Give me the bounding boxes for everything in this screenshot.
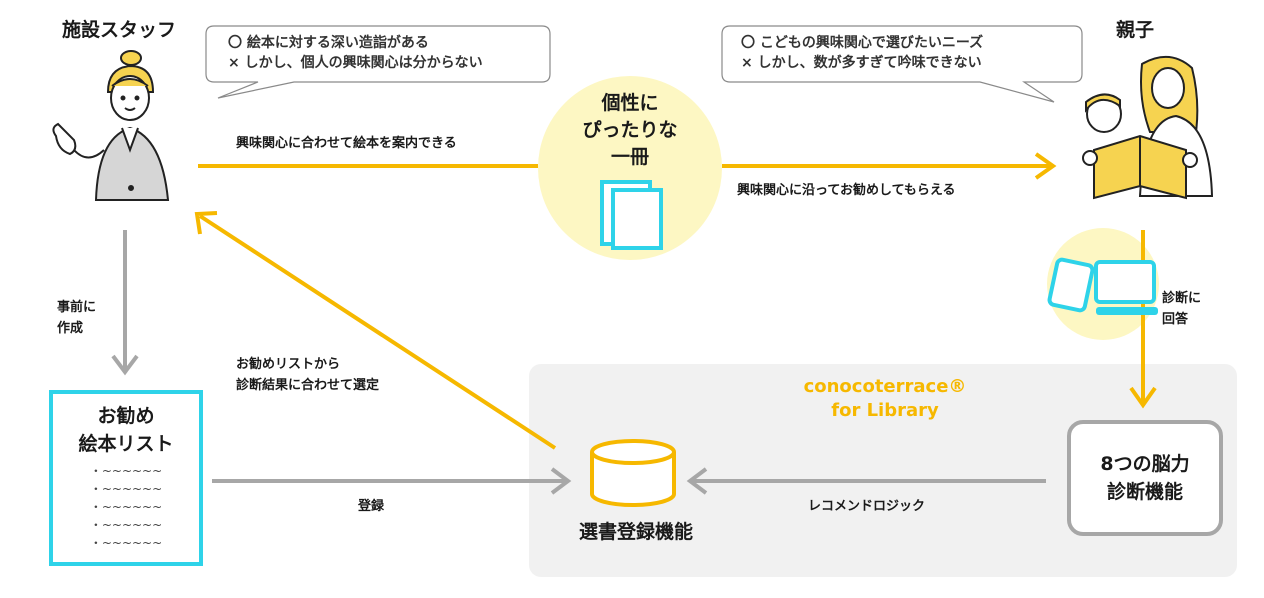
staff-to-center-label: 興味関心に合わせて絵本を案内できる [236,136,457,151]
list-item: ・~~~~~~ [89,518,163,532]
staff-speech-bubble [205,25,551,99]
list-title-line: 絵本リスト [78,433,174,455]
diagnosis-box-line: 8つの脳力 [1100,453,1190,475]
select-label-line: 診断結果に合わせて選定 [236,378,380,393]
list-item: ・~~~~~~ [89,536,163,550]
brand-title: conocoterrace® for Library [760,375,1010,423]
answer-label: 診断に 回答 [1162,288,1201,330]
center-title-line: 個性に [601,92,659,114]
parent-to-diagnosis-arrowhead [1129,386,1157,409]
center-to-parent-label: 興味関心に沿ってお勧めしてもらえる [737,183,956,198]
parent-bubble-line: × しかし、数が多すぎて吟味できない [741,55,982,71]
center-highlight-circle [538,76,722,260]
recommended-list-box: お勧め 絵本リスト ・~~~~~~ ・~~~~~~ ・~~~~~~ ・~~~~~… [49,390,203,566]
list-item: ・~~~~~~ [89,482,163,496]
list-item: ・~~~~~~ [89,464,163,478]
diagnosis-box: 8つの脳力 診断機能 [1067,420,1223,536]
select-label: お勧めリストから 診断結果に合わせて選定 [236,354,379,396]
list-title-line: お勧め [97,405,155,427]
list-item: ・~~~~~~ [89,500,163,514]
prepare-label-line: 作成 [57,321,84,336]
center-to-parent-arrowhead [1034,152,1057,180]
staff-bubble-text: 〇 絵本に対する深い造詣がある × しかし、個人の興味関心は分からない [228,33,483,73]
diagnosis-box-line: 診断機能 [1106,481,1183,503]
db-label: 選書登録機能 [578,521,693,543]
brand-line: conocoterrace® [803,376,967,397]
staff-person-illustration [52,50,170,201]
staff-bubble-line: × しかし、個人の興味関心は分からない [228,55,483,71]
database-icon [590,439,676,507]
prepare-label: 事前に 作成 [57,297,96,339]
staff-bubble-line: 〇 絵本に対する深い造詣がある [228,35,429,51]
brand-line: for Library [831,400,939,421]
book-icon [600,180,663,250]
list-to-db-arrowhead [550,467,572,495]
register-label: 登録 [358,499,385,514]
db-to-staff-arrowhead [194,211,218,235]
center-title: 個性に ぴったりな 一冊 [560,90,700,171]
parent-speech-bubble [721,25,1083,103]
recommend-logic-label: レコメンドロジック [808,499,926,514]
diagnosis-to-db-arrowhead [686,467,708,495]
parent-child-label: 親子 [1116,19,1155,41]
select-label-line: お勧めリストから [236,357,341,372]
center-title-line: 一冊 [610,146,649,168]
prepare-label-line: 事前に [57,300,97,315]
answer-label-line: 診断に [1162,291,1202,306]
db-to-staff-line [198,214,557,450]
parent-bubble-text: 〇 こどもの興味関心で選びたいニーズ × しかし、数が多すぎて吟味できない [741,33,983,73]
list-title: お勧め 絵本リスト [53,402,199,458]
staff-label: 施設スタッフ [62,19,177,41]
answer-label-line: 回答 [1162,312,1189,327]
devices-icon [1047,257,1158,315]
parent-bubble-line: 〇 こどもの興味関心で選びたいニーズ [741,35,984,51]
center-title-line: ぴったりな [582,119,678,141]
parent-child-illustration [1082,56,1214,200]
staff-to-list-arrowhead [111,354,139,376]
